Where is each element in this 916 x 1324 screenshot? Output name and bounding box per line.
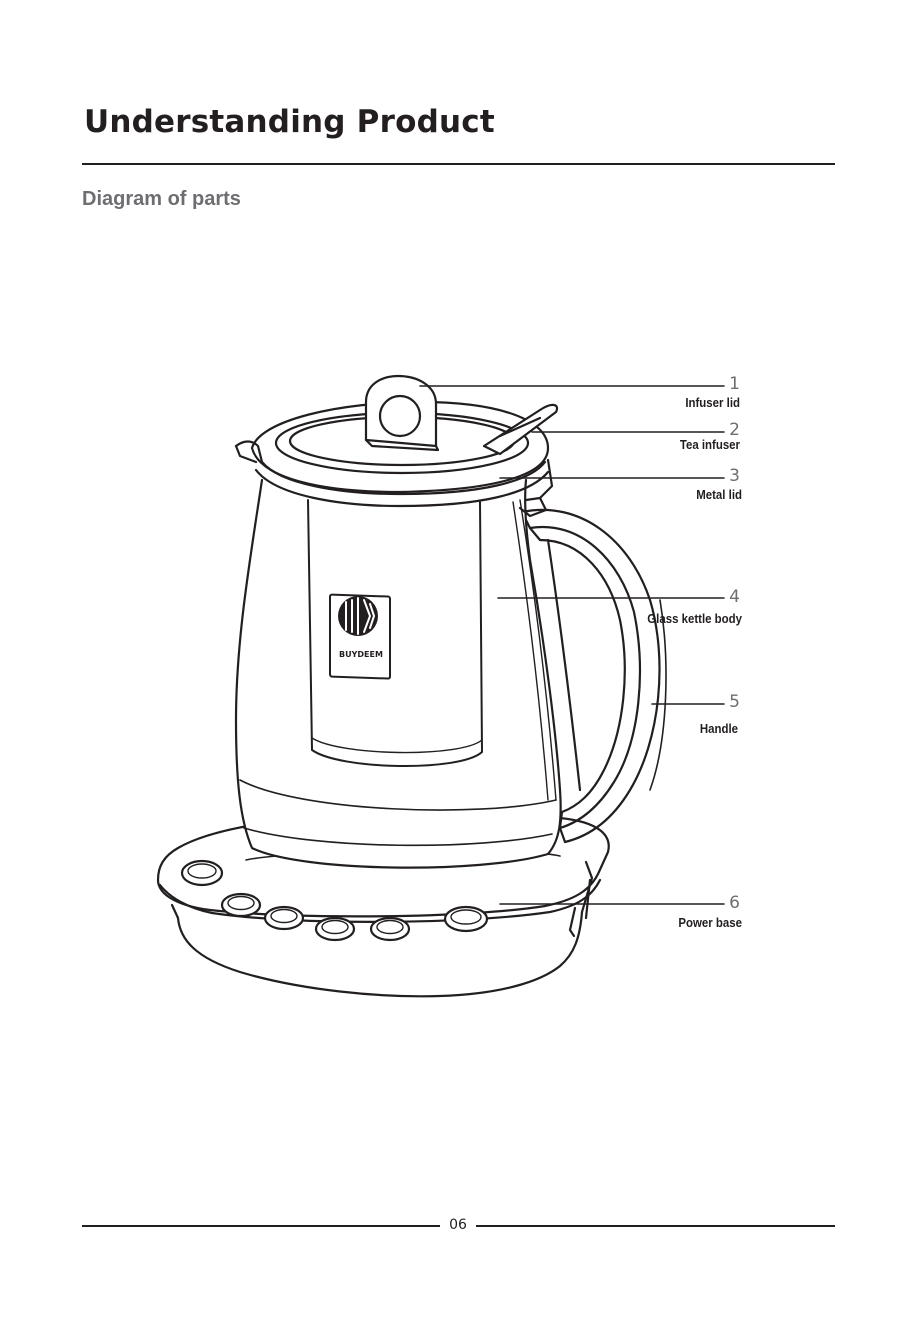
infuser-lid-knob — [366, 376, 438, 450]
part-number-6: 6 — [700, 893, 740, 913]
part-label-glass-kettle-body: Glass kettle body — [584, 611, 742, 626]
part-number-3: 3 — [700, 466, 740, 486]
part-label-metal-lid: Metal lid — [584, 487, 742, 502]
footer-rule-left — [82, 1225, 440, 1227]
part-label-handle: Handle — [580, 721, 738, 736]
part-number-4: 4 — [700, 587, 740, 607]
kettle-body-drawing — [236, 480, 561, 868]
page-number: 06 — [438, 1217, 478, 1233]
part-label-power-base: Power base — [584, 915, 742, 930]
logo-badge — [330, 595, 390, 679]
logo-text: BUYDEEM — [339, 650, 383, 659]
part-label-infuser-lid: Infuser lid — [582, 395, 740, 410]
part-number-5: 5 — [700, 692, 740, 712]
part-number-1: 1 — [700, 374, 740, 394]
footer-rule-right — [476, 1225, 835, 1227]
part-label-tea-infuser: Tea infuser — [582, 437, 740, 452]
